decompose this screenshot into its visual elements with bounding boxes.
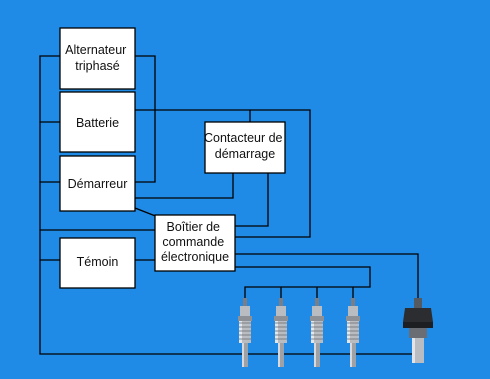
starter-label-line-1: Démarreur: [68, 177, 128, 191]
control-unit-block: Boîtier de commande électronique: [155, 215, 235, 271]
alternator-label-line-2: triphasé: [75, 59, 120, 73]
control-unit-label-line-1: Boîtier de: [167, 220, 221, 234]
battery-label-line-1: Batterie: [76, 116, 119, 130]
battery-label: Batterie: [76, 116, 119, 130]
warning-light-label: Témoin: [77, 255, 119, 269]
ignition-switch-block: Contacteur de démarrage: [204, 122, 286, 173]
control-unit-label-line-2: commande: [162, 235, 224, 249]
alternator-block: Alternateur triphasé: [60, 28, 135, 89]
starter-label: Démarreur: [68, 177, 128, 191]
ignition-switch-label-line-1: Contacteur de: [204, 131, 283, 145]
control-unit-label-line-3: électronique: [161, 250, 229, 264]
control-unit-label: Boîtier de commande électronique: [161, 220, 229, 264]
warning-light-block: Témoin: [60, 238, 135, 288]
starter-block: Démarreur: [60, 156, 135, 211]
alternator-label-line-1: Alternateur: [65, 43, 126, 57]
battery-block: Batterie: [60, 92, 135, 152]
warning-light-label-line-1: Témoin: [77, 255, 119, 269]
ignition-switch-label-line-2: démarrage: [215, 147, 275, 161]
